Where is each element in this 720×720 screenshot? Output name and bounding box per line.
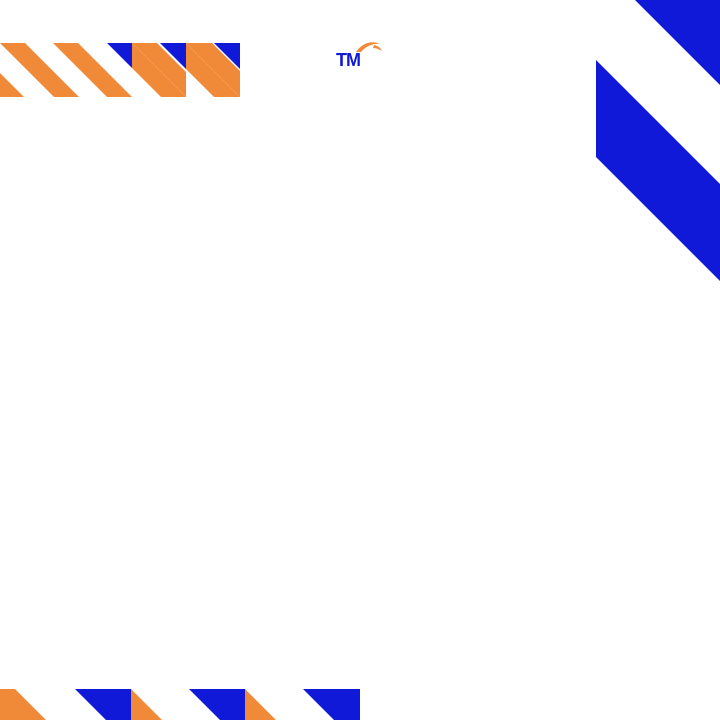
orange-stripe-3 — [53, 43, 132, 97]
bottom-blue-stripe-1 — [75, 689, 131, 720]
bottom-orange-stripe-3 — [245, 689, 276, 720]
blue-stripe-3 — [214, 43, 240, 69]
tm-logo-text: TM — [336, 50, 360, 70]
orange-stripe-5b — [186, 43, 240, 97]
orange-stripe-1 — [0, 73, 24, 97]
bottom-orange-stripe-2 — [131, 689, 162, 720]
tm-logo-swoosh-tail — [373, 45, 382, 51]
tm-logo-icon: TM — [336, 42, 382, 70]
tm-logo-swoosh — [356, 42, 380, 52]
top-right-band-large — [596, 60, 720, 281]
blue-stripe-2 — [160, 43, 186, 69]
bottom-orange-stripe-1 — [0, 689, 46, 720]
blue-stripe-1 — [107, 43, 132, 68]
orange-stripe-2 — [0, 43, 79, 97]
orange-stripe-4b — [132, 43, 186, 97]
bottom-blue-stripe-2 — [189, 689, 245, 720]
bottom-blue-stripe-3 — [303, 689, 360, 720]
top-right-band-small — [635, 0, 720, 85]
